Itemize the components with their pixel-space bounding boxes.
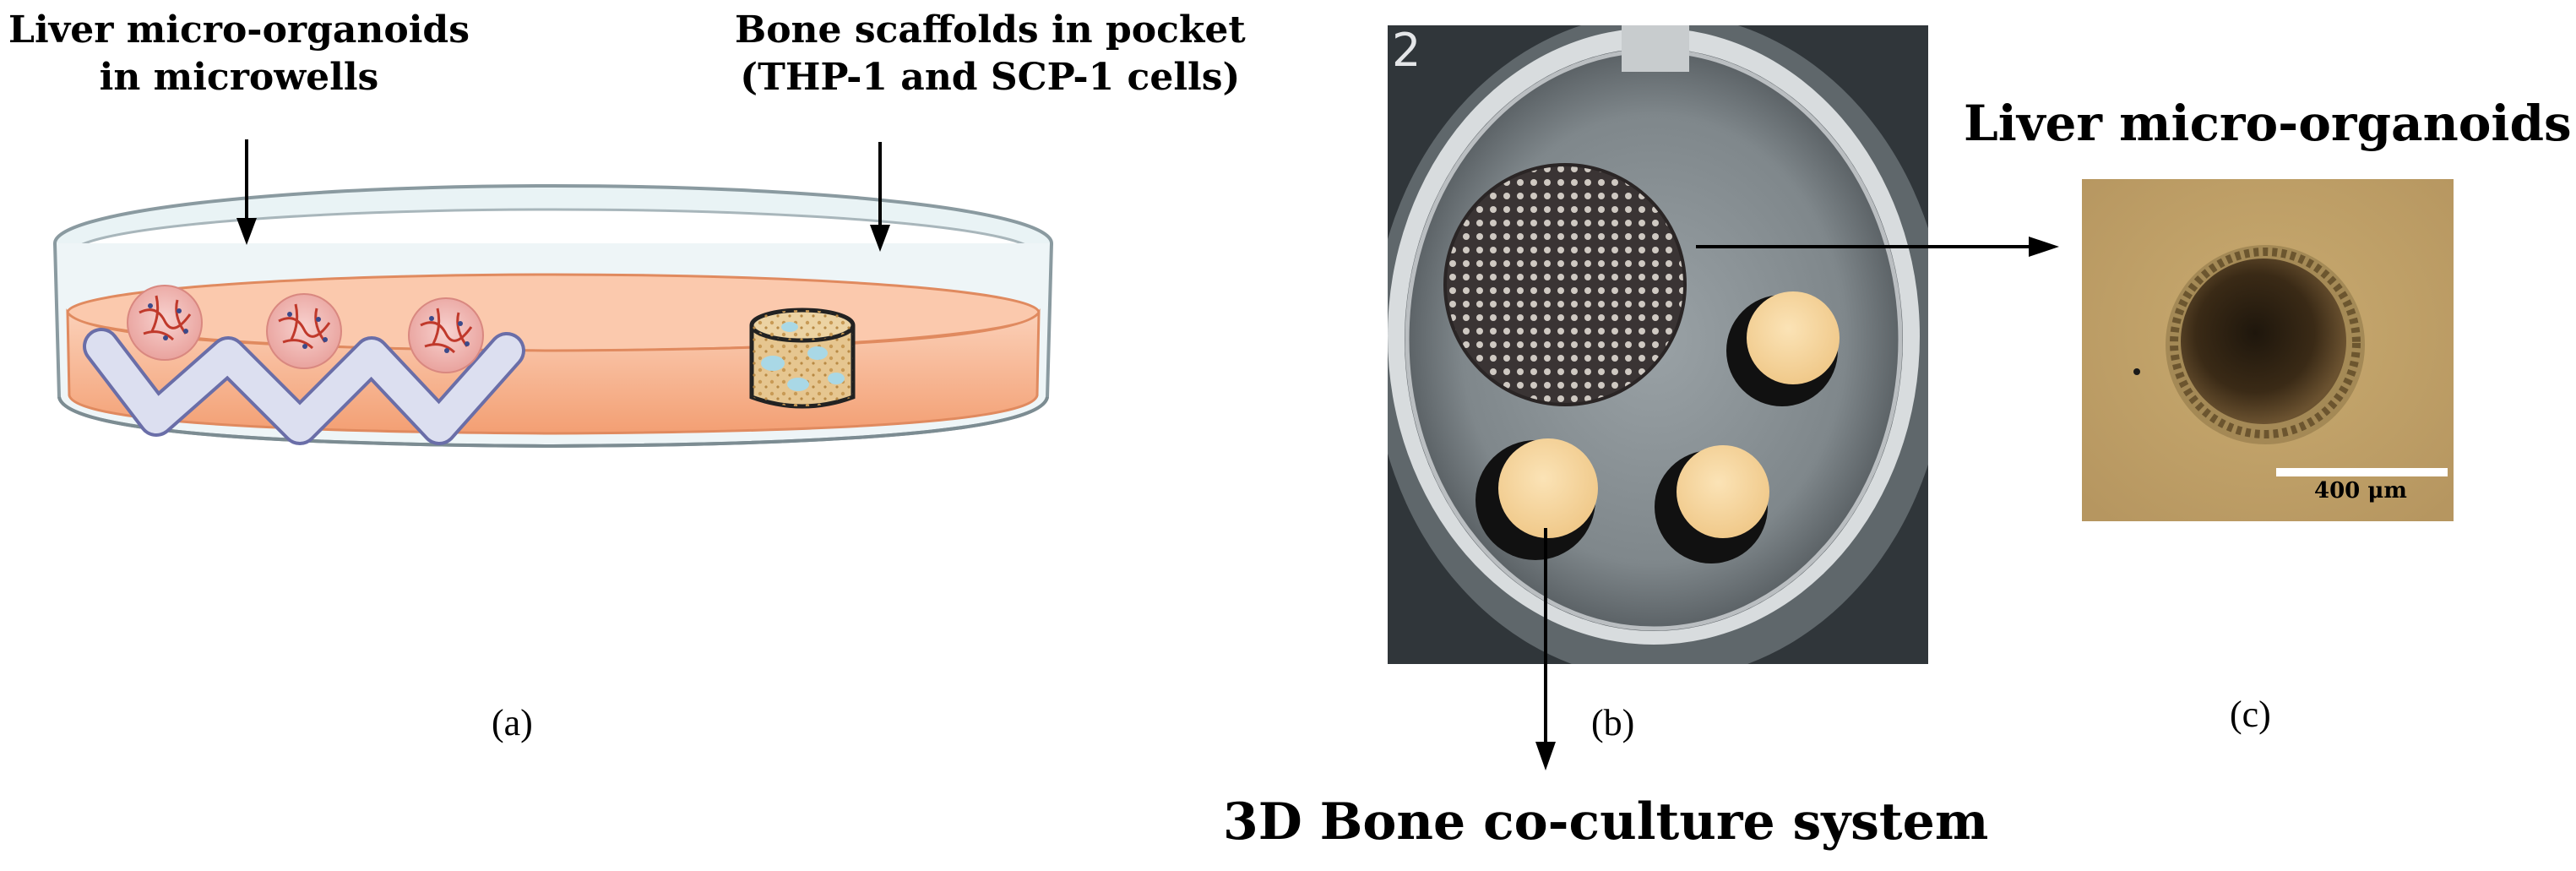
liver-organoid — [127, 285, 203, 361]
scale-bar — [2276, 468, 2448, 476]
scale-bar-label: 400 μm — [2314, 478, 2407, 504]
coculture-system-label: 3D Bone co-culture system — [1223, 792, 1989, 852]
bone-scaffold-disc — [1726, 291, 1840, 406]
annotation-line: Bone scaffolds in pocket — [735, 8, 1246, 52]
liver-organoid — [408, 297, 484, 373]
petri-dish — [53, 184, 1053, 449]
annotation-line: (THP-1 and SCP-1 cells) — [740, 56, 1241, 99]
microwell-chip — [1443, 163, 1687, 406]
arrow-to-scaffold — [870, 142, 890, 252]
bone-scaffold-disc — [1475, 438, 1598, 560]
annotation-line: in microwells — [99, 56, 379, 99]
panel-a-illustration — [53, 139, 1053, 449]
organoid-micrograph — [2166, 245, 2365, 444]
petri-dish-photo — [1388, 25, 1928, 664]
panel-a-label: (a) — [492, 702, 533, 743]
dish-mark: 2 — [1392, 24, 1421, 77]
debris-speck — [2133, 368, 2140, 375]
liver-organoid — [266, 293, 342, 369]
micrograph-background — [2082, 179, 2454, 521]
bone-scaffold-disc — [1655, 445, 1769, 563]
annotation-line: Liver micro-organoids — [8, 8, 470, 52]
bone-scaffold — [749, 308, 856, 409]
arrow-to-organoids — [236, 139, 257, 245]
micrograph-title: Liver micro-organoids — [1964, 95, 2572, 152]
microwell-array — [83, 328, 525, 445]
panel-b-label: (b) — [1591, 702, 1635, 743]
bone-scaffolds-annotation: Bone scaffolds in pocket (THP-1 and SCP-… — [735, 7, 1246, 101]
liver-organoids-annotation: Liver micro-organoids in microwells — [8, 7, 470, 101]
arrow-to-coculture-label — [1535, 528, 1556, 770]
panel-c-label: (c) — [2230, 694, 2271, 735]
arrow-to-micrograph — [1696, 237, 2059, 257]
